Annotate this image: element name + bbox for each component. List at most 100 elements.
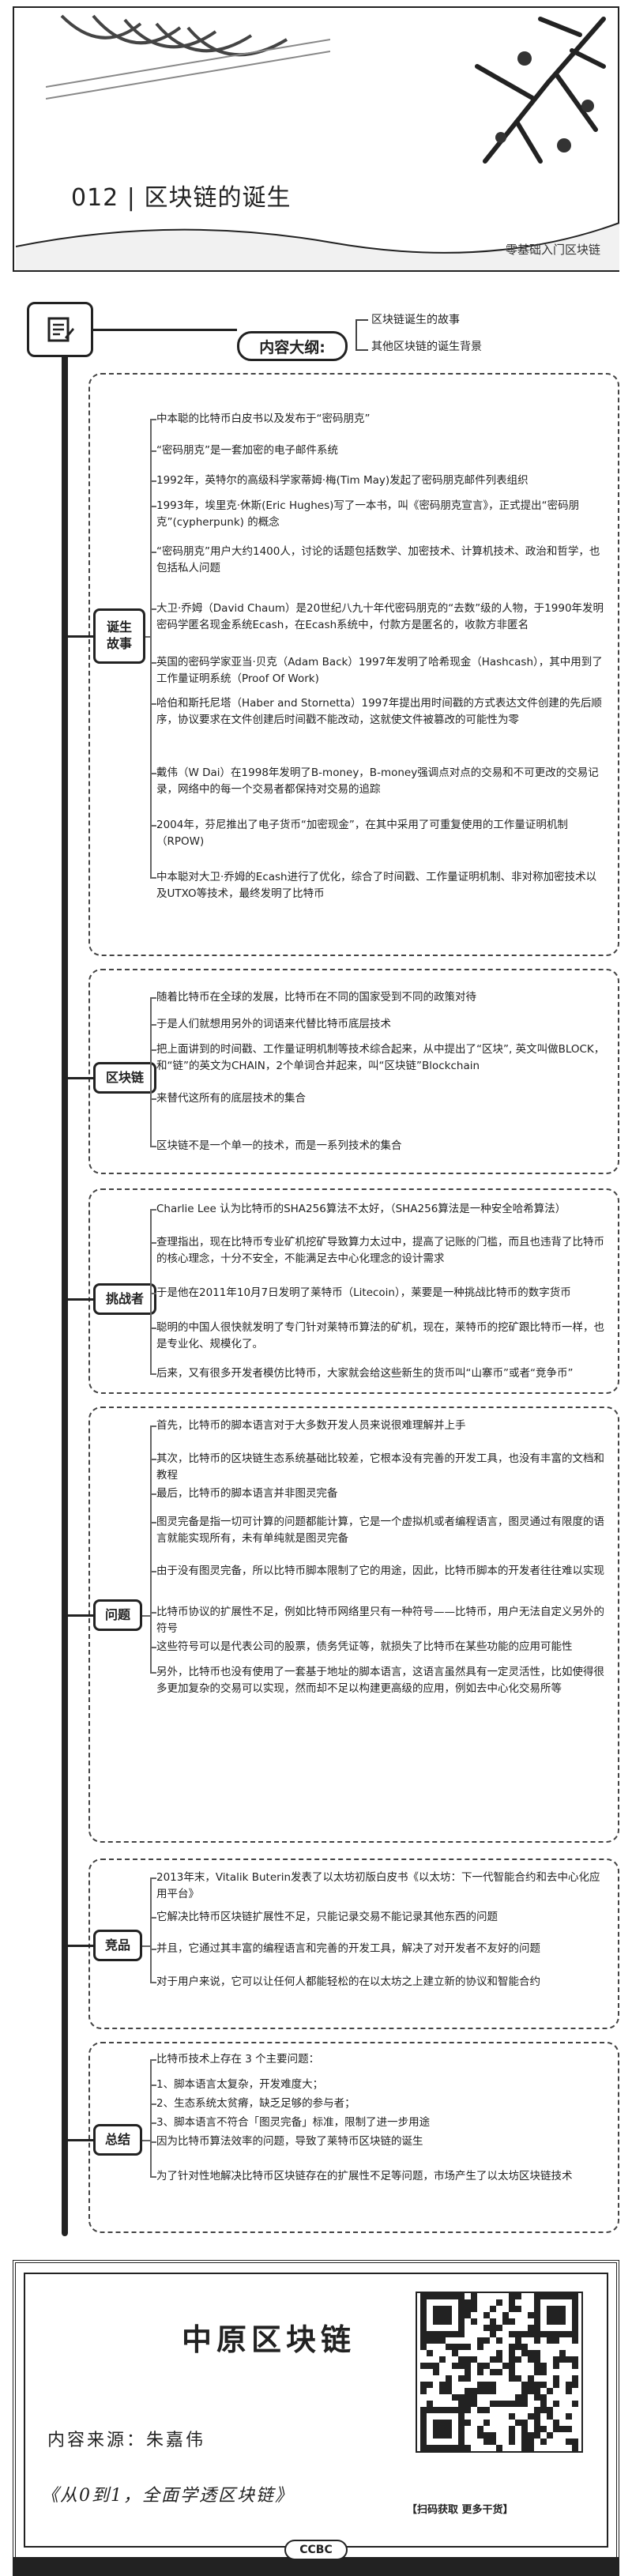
item-tick [150,2103,156,2105]
item-tick [150,1982,156,1983]
item-tick [150,1571,156,1572]
section-item: 2004年，芬尼推出了电子货币“加密现金”，在其中采用了可重复使用的工作量证明机… [156,819,568,848]
section-item: 为了针对性地解决比特币区块链存在的扩展性不足等问题，市场产生了以太坊区块链技术 [156,2170,573,2182]
item-tick [150,1024,156,1026]
section-label[interactable]: 区块链 [93,1062,156,1094]
qr-code-icon [420,2293,578,2451]
section-item: 随着比特币在全球的发展，比特币在不同的国家受到不同的政策对待 [156,991,476,1004]
section-item: 后来，又有很多开发者模仿比特币，大家就会给这些新生的货币叫“山寨币”或者“竞争币… [156,1367,574,1380]
label-link [142,1945,150,1947]
section-item: “密码朋克”用户大约1400人，讨论的话题包括数学、加密技术、计算机技术、政治和… [156,545,600,574]
item-tick [150,1949,156,1950]
section-bracket [150,1877,152,1982]
section-connector [68,1298,95,1301]
section-connector [68,2139,95,2141]
footer-logo-mark: CCBC [284,2540,348,2560]
item-tick [150,1293,156,1294]
note-icon [47,317,74,342]
item-tick [150,1328,156,1329]
section-item: 1、脚本语言太复杂，开发难度大； [156,2078,324,2091]
mindmap-spine [62,332,68,2236]
section-item: 于是他在2011年10月7日发明了莱特币（Litecoin），莱要是一种挑战比特… [156,1286,571,1299]
header-wave-decoration [16,222,619,270]
item-tick [150,1146,156,1147]
label-link [142,1615,150,1617]
section-item: 中本聪对大卫·乔姆的Ecash进行了优化，综合了时间戳、工作量证明机制、非对称加… [156,871,597,900]
section-item: 图灵完备是指一切可计算的问题都能计算，它是一个虚拟机或者编程语言，图灵通过有限度… [156,1516,604,1545]
item-tick [150,2176,156,2178]
header-banner [13,6,619,272]
section-item: Charlie Lee 认为比特币的SHA256算法不太好，（SHA256算法是… [156,1203,566,1215]
page-title: 012 | 区块链的诞生 [71,184,292,212]
section-item: 1992年，英特尔的高级科学家蒂姆·梅(Tim May)发起了密码朋克邮件列表组… [156,474,529,487]
section-item: 因为比特币算法效率的问题，导致了莱特币区块链的诞生 [156,2135,423,2148]
outline-bracket [356,319,368,351]
section-item: 区块链不是一个单一的技术，而是一系列技术的集合 [156,1139,402,1152]
section-item: 2、生态系统太贫瘠，缺乏足够的参与者； [156,2097,356,2110]
section-item: 对于用户来说，它可以让任何人都能轻松的在以太坊之上建立新的协议和智能合约 [156,1975,540,1988]
section-bracket [150,1209,152,1373]
section-connector [68,1614,95,1617]
outline-item: 其他区块链的诞生背景 [371,341,482,353]
brand-name: 中原区块链 [182,2322,356,2357]
item-tick [150,1917,156,1919]
item-tick [150,2059,156,2061]
item-tick [150,552,156,553]
item-tick [150,1672,156,1674]
section-item: 中本聪的比特币白皮书以及发布于“密码朋克” [156,412,371,425]
section-item: 查理指出，现在比特币专业矿机挖矿导致算力太过中，提高了记账的门槛，而且也违背了比… [156,1236,604,1265]
section-item: 2013年末，Vitalik Buterin发表了以太坊初版白皮书《以太坊：下一… [156,1871,600,1900]
section-item: 大卫·乔姆（David Chaum）是20世纪八九十年代密码朋克的“去数”级的人… [156,602,604,631]
section-connector [68,1945,95,1947]
item-tick [150,2085,156,2086]
branch-decoration [475,17,606,164]
qr-caption: 【扫码获取 更多干货】 [407,2504,514,2516]
item-tick [150,480,156,482]
root-connector [93,329,237,331]
item-tick [150,1373,156,1375]
item-tick [150,450,156,452]
section-bracket [150,419,152,877]
section-frame [88,1859,619,2029]
item-tick [150,1425,156,1427]
section-label[interactable]: 挑战者 [93,1283,156,1315]
footer-band [13,2557,619,2576]
section-label[interactable]: 总结 [93,2124,142,2156]
label-link [145,636,150,638]
section-frame [88,1407,619,1843]
item-tick [150,1098,156,1100]
section-frame [88,373,619,956]
item-tick [150,1612,156,1614]
section-item: 这些符号可以是代表公司的股票，债务凭证等，就损失了比特币在某些功能的应用可能性 [156,1640,573,1653]
section-item: 并且，它通过其丰富的编程语言和完善的开发工具，解决了对开发者不友好的问题 [156,1942,540,1955]
section-frame [88,1188,619,1394]
section-item: 戴伟（W Dai）在1998年发明了B-money，B-money强调点对点的交… [156,766,599,796]
section-item: 首先，比特币的脚本语言对于大多数开发人员来说很难理解并上手 [156,1419,466,1432]
section-bracket [150,1425,152,1672]
item-tick [150,662,156,664]
outline-label: 内容大纲: [237,331,348,361]
item-tick [150,1242,156,1244]
section-item: 其次，比特币的区块链生态系统基础比较差，它根本没有完善的开发工具，也没有丰富的文… [156,1452,604,1482]
section-label[interactable]: 问题 [93,1599,142,1631]
section-item: 由于没有图灵完备，所以比特币脚本限制了它的用途，因此，比特币脚本的开发者往往难以… [156,1565,604,1577]
section-label[interactable]: 诞生 故事 [93,608,145,664]
section-item: 哈伯和斯托尼塔（Haber and Stornetta）1997年提出用时间戳的… [156,697,602,726]
section-item: 3、脚本语言不符合「图灵完备」标准，限制了进一步用途 [156,2116,431,2129]
section-item: 1993年，埃里克·休斯(Eric Hughes)写了一本书，叫《密码朋克宣言》… [156,499,580,529]
item-tick [150,773,156,774]
section-item: 聪明的中国人很快就发明了专门针对莱特币算法的矿机，现在，莱特币的挖矿跟比特币一样… [156,1321,604,1350]
item-tick [150,997,156,999]
item-tick [150,1522,156,1523]
section-item: 于是人们就想用另外的词语来代替比特币底层技术 [156,1018,391,1030]
item-tick [150,877,156,879]
item-tick [150,703,156,705]
item-tick [150,1493,156,1495]
qr-code[interactable] [416,2292,583,2453]
section-item: “密码朋克”是一套加密的电子邮件系统 [156,444,338,457]
page-subtitle: 零基础入门区块链 [505,243,600,257]
mindmap-root[interactable] [27,302,93,357]
item-tick [150,825,156,827]
section-label[interactable]: 竞品 [93,1930,142,1961]
item-tick [150,2122,156,2124]
